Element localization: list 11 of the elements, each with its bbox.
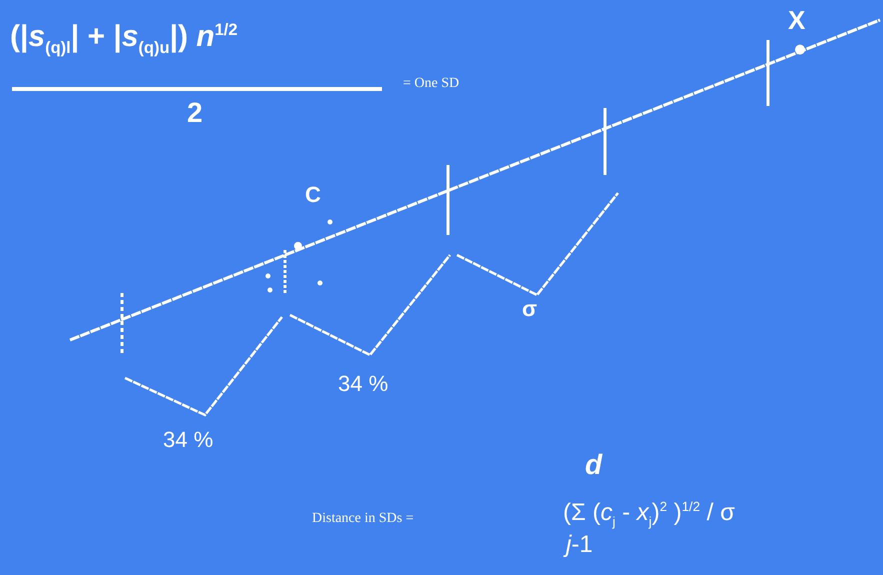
formula-text: 34 %	[338, 372, 388, 396]
formula-text: = One SD	[403, 76, 460, 92]
formula-text: (Σ (c$_{j}$ - x$_{j}$)$^{2}$ )$^{1/2}$ / σ	[563, 500, 735, 530]
formula-text: d	[585, 450, 602, 481]
formula-text: σ	[522, 297, 538, 322]
formula-text: C	[305, 183, 321, 208]
formula-text: 2	[187, 98, 203, 129]
formula-text: Distance in SDs =	[312, 511, 414, 526]
formula-text: 34 %	[163, 428, 214, 452]
formula-text: (|s$_{(q)l}$| + |s$_{(q)u}$|) n$^{1/2}$	[10, 20, 238, 58]
formula-text: X	[788, 6, 806, 35]
